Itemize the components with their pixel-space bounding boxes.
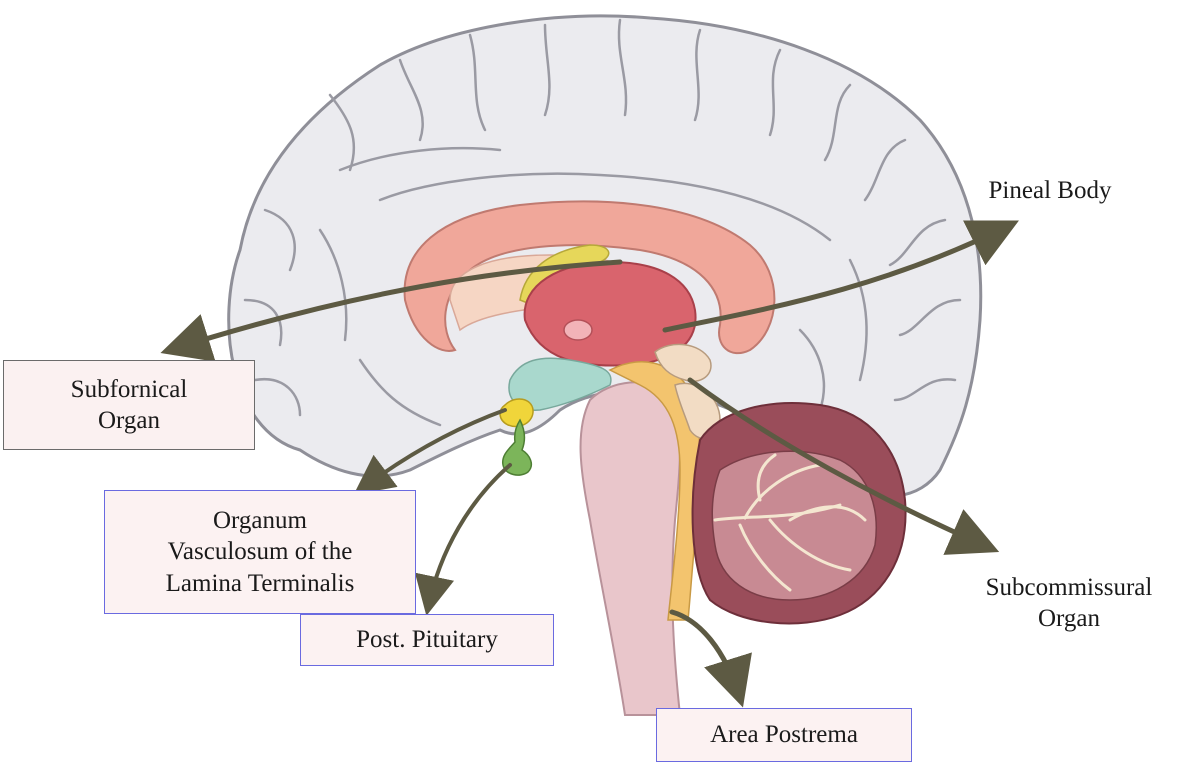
label-post-pituitary: Post. Pituitary bbox=[300, 614, 554, 666]
arrow-ovlt bbox=[353, 408, 507, 495]
label-pineal-body: Pineal Body bbox=[960, 175, 1140, 206]
label-line: Subcommissural bbox=[985, 574, 1153, 601]
arrow-subfornical bbox=[160, 259, 623, 362]
pineal-region bbox=[654, 343, 712, 382]
label-line: Subfornical bbox=[70, 375, 188, 403]
label-line: Organ bbox=[1037, 605, 1101, 633]
label-line: Vasculosum of the bbox=[167, 538, 353, 566]
brainstem bbox=[579, 381, 682, 716]
pointer-arrows bbox=[160, 220, 1019, 708]
arbor-vitae-branches bbox=[713, 453, 867, 592]
label-line: Organum bbox=[213, 507, 307, 535]
corpus-callosum bbox=[403, 200, 776, 355]
gyri-folds bbox=[243, 18, 962, 427]
label-ovlt: Organum Vasculosum of the Lamina Termina… bbox=[104, 490, 416, 614]
arrow-area-postrema bbox=[669, 609, 752, 708]
label-subfornical-organ: Subfornical Organ bbox=[3, 360, 255, 450]
label-area-postrema: Area Postrema bbox=[656, 708, 912, 762]
pituitary-gland bbox=[501, 418, 533, 476]
arrow-subcommissural bbox=[687, 377, 1000, 555]
label-line: Lamina Terminalis bbox=[165, 569, 355, 597]
interthalamic-adhesion bbox=[563, 319, 593, 341]
arrow-post-pituitary bbox=[414, 463, 512, 616]
ovlt-structure bbox=[499, 398, 534, 428]
arrow-pineal-body bbox=[662, 220, 1019, 333]
label-text: Area Postrema bbox=[710, 721, 858, 749]
cerebellum-arbor-vitae bbox=[711, 450, 877, 601]
label-text: Post. Pituitary bbox=[356, 626, 498, 654]
label-subcommissural-organ: Subcommissural Organ bbox=[955, 572, 1183, 635]
label-text: Pineal Body bbox=[988, 177, 1112, 204]
label-line: Organ bbox=[97, 407, 161, 434]
